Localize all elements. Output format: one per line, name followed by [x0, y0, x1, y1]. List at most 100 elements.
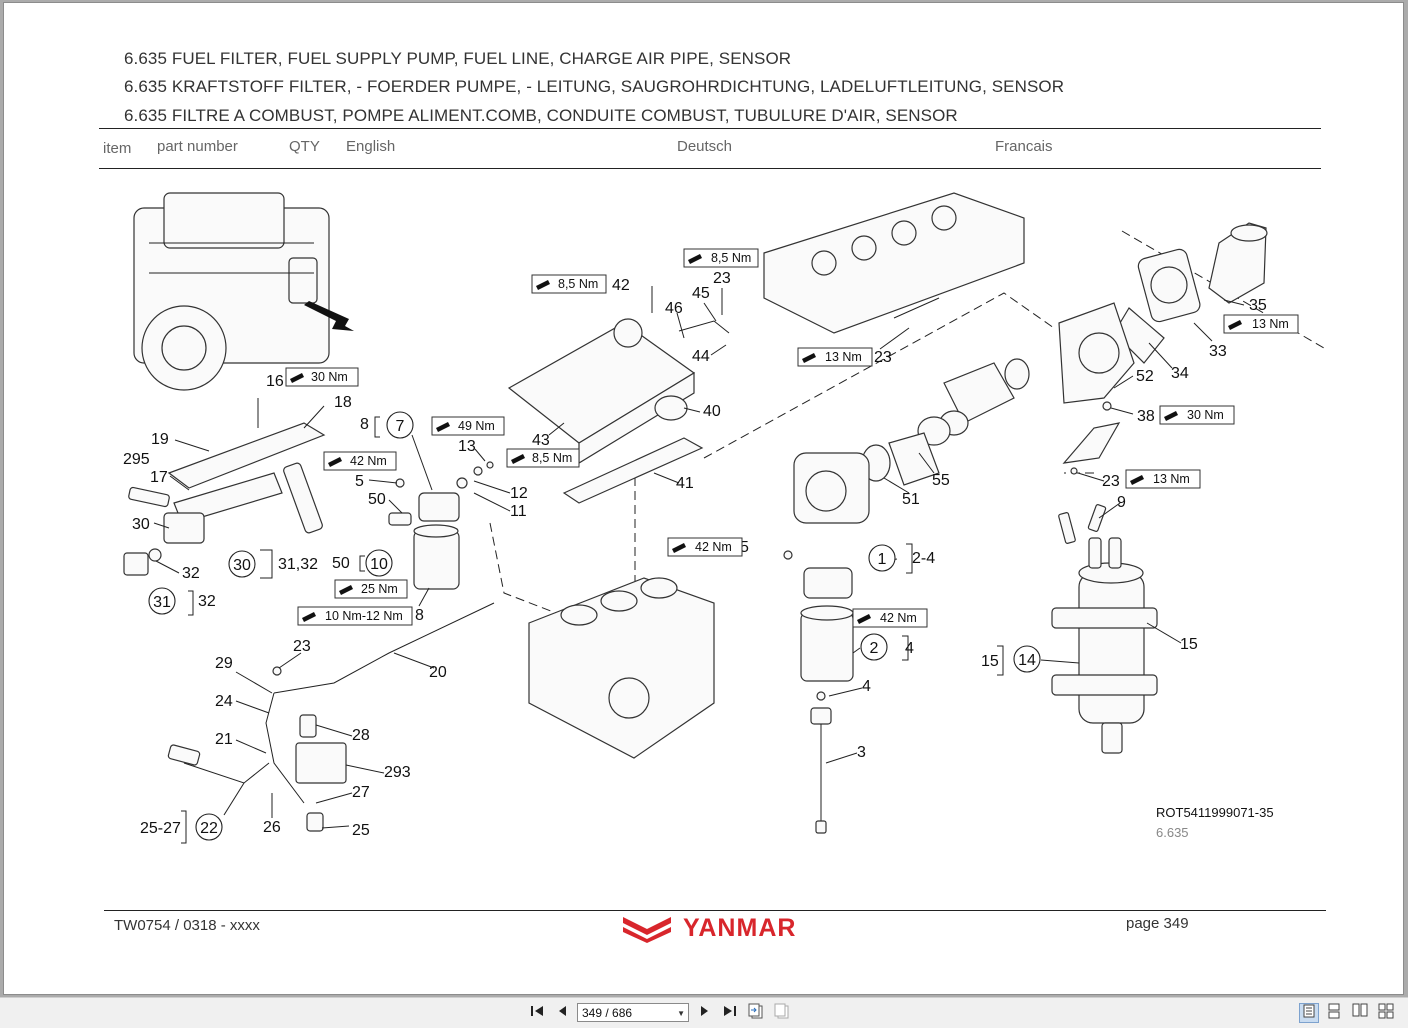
callout-43: 43 [532, 432, 550, 449]
callout-2-4: 2-4 [912, 550, 935, 567]
circled-30-label: 30 [233, 557, 251, 574]
callout-46: 46 [665, 300, 683, 317]
viewer-toolbar: 349 / 686 ▼ [0, 997, 1408, 1028]
circled-item-31: 31 [148, 587, 176, 615]
circled-item-30: 30 [228, 550, 256, 578]
torque-label: 42 Nm [695, 540, 732, 554]
callout-23b: 23 [874, 349, 892, 366]
assembly-line [489, 522, 635, 644]
next-page-icon[interactable] [695, 1003, 715, 1023]
torque-box-42nm-c: 42 Nm [852, 608, 928, 628]
callout-32a: 32 [182, 565, 200, 582]
callout-9: 9 [1117, 494, 1126, 511]
torque-label: 25 Nm [361, 582, 398, 596]
torque-label: 10 Nm-12 Nm [325, 609, 403, 623]
pdf-viewer-area: 6.635 FUEL FILTER, FUEL SUPPLY PUMP, FUE… [3, 2, 1404, 995]
torque-box-13nm-b: 13 Nm [1223, 314, 1299, 334]
engine-overview-drawing [133, 192, 354, 391]
callout-28: 28 [352, 727, 370, 744]
circled-item-2: 2 [860, 633, 888, 661]
continuous-icon[interactable] [1324, 1003, 1344, 1023]
torque-box-42nm-b: 42 Nm [667, 537, 743, 557]
callout-12: 12 [510, 485, 528, 502]
callout-42: 42 [612, 277, 630, 294]
torque-label: 30 Nm [1187, 408, 1224, 422]
assembly-line [703, 292, 1055, 459]
col-english: English [346, 138, 396, 155]
title-french: 6.635 FILTRE A COMBUST, POMPE ALIMENT.CO… [124, 106, 958, 125]
torque-label: 13 Nm [1252, 317, 1289, 331]
fuel-line-assembly [167, 602, 495, 832]
leader-lines [153, 288, 1245, 844]
circled-1-label: 1 [878, 551, 887, 568]
circled-item-14: 14 [1013, 645, 1041, 673]
torque-label: 13 Nm [1153, 472, 1190, 486]
footer-page-number: page 349 [1126, 915, 1189, 932]
torque-box-25nm: 25 Nm [334, 579, 408, 599]
col-item: item [103, 140, 132, 157]
torque-box-10-12nm: 10 Nm-12 Nm [297, 606, 413, 626]
page-selector-value: 349 / 686 [582, 1006, 633, 1020]
circled-item-7: 7 [386, 411, 414, 439]
yanmar-logo: YANMAR [621, 913, 836, 943]
exploded-parts-diagram: 16 18 19 295 17 30 32 32 31,32 8 13 5 50… [123, 192, 1325, 844]
torque-label: 42 Nm [350, 454, 387, 468]
main-fuel-filter [783, 550, 854, 834]
forward-view-icon[interactable] [772, 1003, 792, 1023]
footer-doc-code: TW0754 / 0318 - xxxx [114, 917, 260, 934]
fuel-supply-pump [388, 461, 494, 590]
callout-50a: 50 [368, 491, 386, 508]
callout-44: 44 [692, 348, 710, 365]
drawing-model: 6.635 [1156, 825, 1189, 840]
callout-11: 11 [510, 503, 527, 520]
callout-21: 21 [215, 731, 233, 748]
circled-10-label: 10 [370, 556, 388, 573]
circled-2-label: 2 [870, 640, 879, 657]
callout-5b: 5 [740, 539, 749, 556]
circled-31-label: 31 [153, 594, 171, 611]
callout-24: 24 [215, 693, 233, 710]
intake-manifold-cover [507, 286, 730, 504]
callout-45: 45 [692, 285, 710, 302]
callout-8b: 8 [415, 607, 424, 624]
callout-8a: 8 [360, 416, 369, 433]
col-francais: Francais [995, 138, 1053, 155]
torque-label: 49 Nm [458, 419, 495, 433]
callout-51: 51 [902, 491, 920, 508]
callout-19: 19 [151, 431, 169, 448]
back-view-icon[interactable] [746, 1003, 766, 1023]
callout-25-27: 25-27 [140, 820, 181, 837]
document-page: 6.635 FUEL FILTER, FUEL SUPPLY PUMP, FUE… [3, 2, 1404, 995]
continuous-facing-icon[interactable] [1376, 1003, 1396, 1023]
callout-16: 16 [266, 373, 284, 390]
callout-23d: 23 [293, 638, 311, 655]
callout-29: 29 [215, 655, 233, 672]
prev-page-icon[interactable] [552, 1003, 572, 1023]
charge-air-pipe-assembly [793, 358, 1030, 524]
callout-30: 30 [132, 516, 150, 533]
callout-27: 27 [352, 784, 370, 801]
facing-icon[interactable] [1350, 1003, 1370, 1023]
callout-38: 38 [1137, 408, 1155, 425]
callout-15b: 15 [981, 653, 999, 670]
circled-7-label: 7 [396, 418, 405, 435]
single-page-icon[interactable] [1299, 1003, 1319, 1023]
callout-18: 18 [334, 394, 352, 411]
intake-housing-drawing [1058, 222, 1268, 475]
callout-293: 293 [384, 764, 411, 781]
page-selector[interactable]: 349 / 686 ▼ [577, 1003, 689, 1022]
yanmar-logo-text: YANMAR [683, 914, 797, 942]
first-page-icon[interactable] [527, 1003, 547, 1023]
callout-23a: 23 [713, 270, 731, 287]
torque-label: 8,5 Nm [532, 451, 572, 465]
callout-5a: 5 [355, 473, 364, 490]
callout-4b: 4 [862, 678, 871, 695]
footer-rule [104, 910, 1326, 911]
torque-box-42nm-a: 42 Nm [323, 451, 397, 471]
callout-20: 20 [429, 664, 447, 681]
last-page-icon[interactable] [720, 1003, 740, 1023]
callout-50b: 50 [332, 555, 350, 572]
callout-31-32: 31,32 [278, 556, 318, 573]
circled-item-1: 1 [868, 544, 896, 572]
torque-box-30nm-a: 30 Nm [285, 367, 359, 387]
